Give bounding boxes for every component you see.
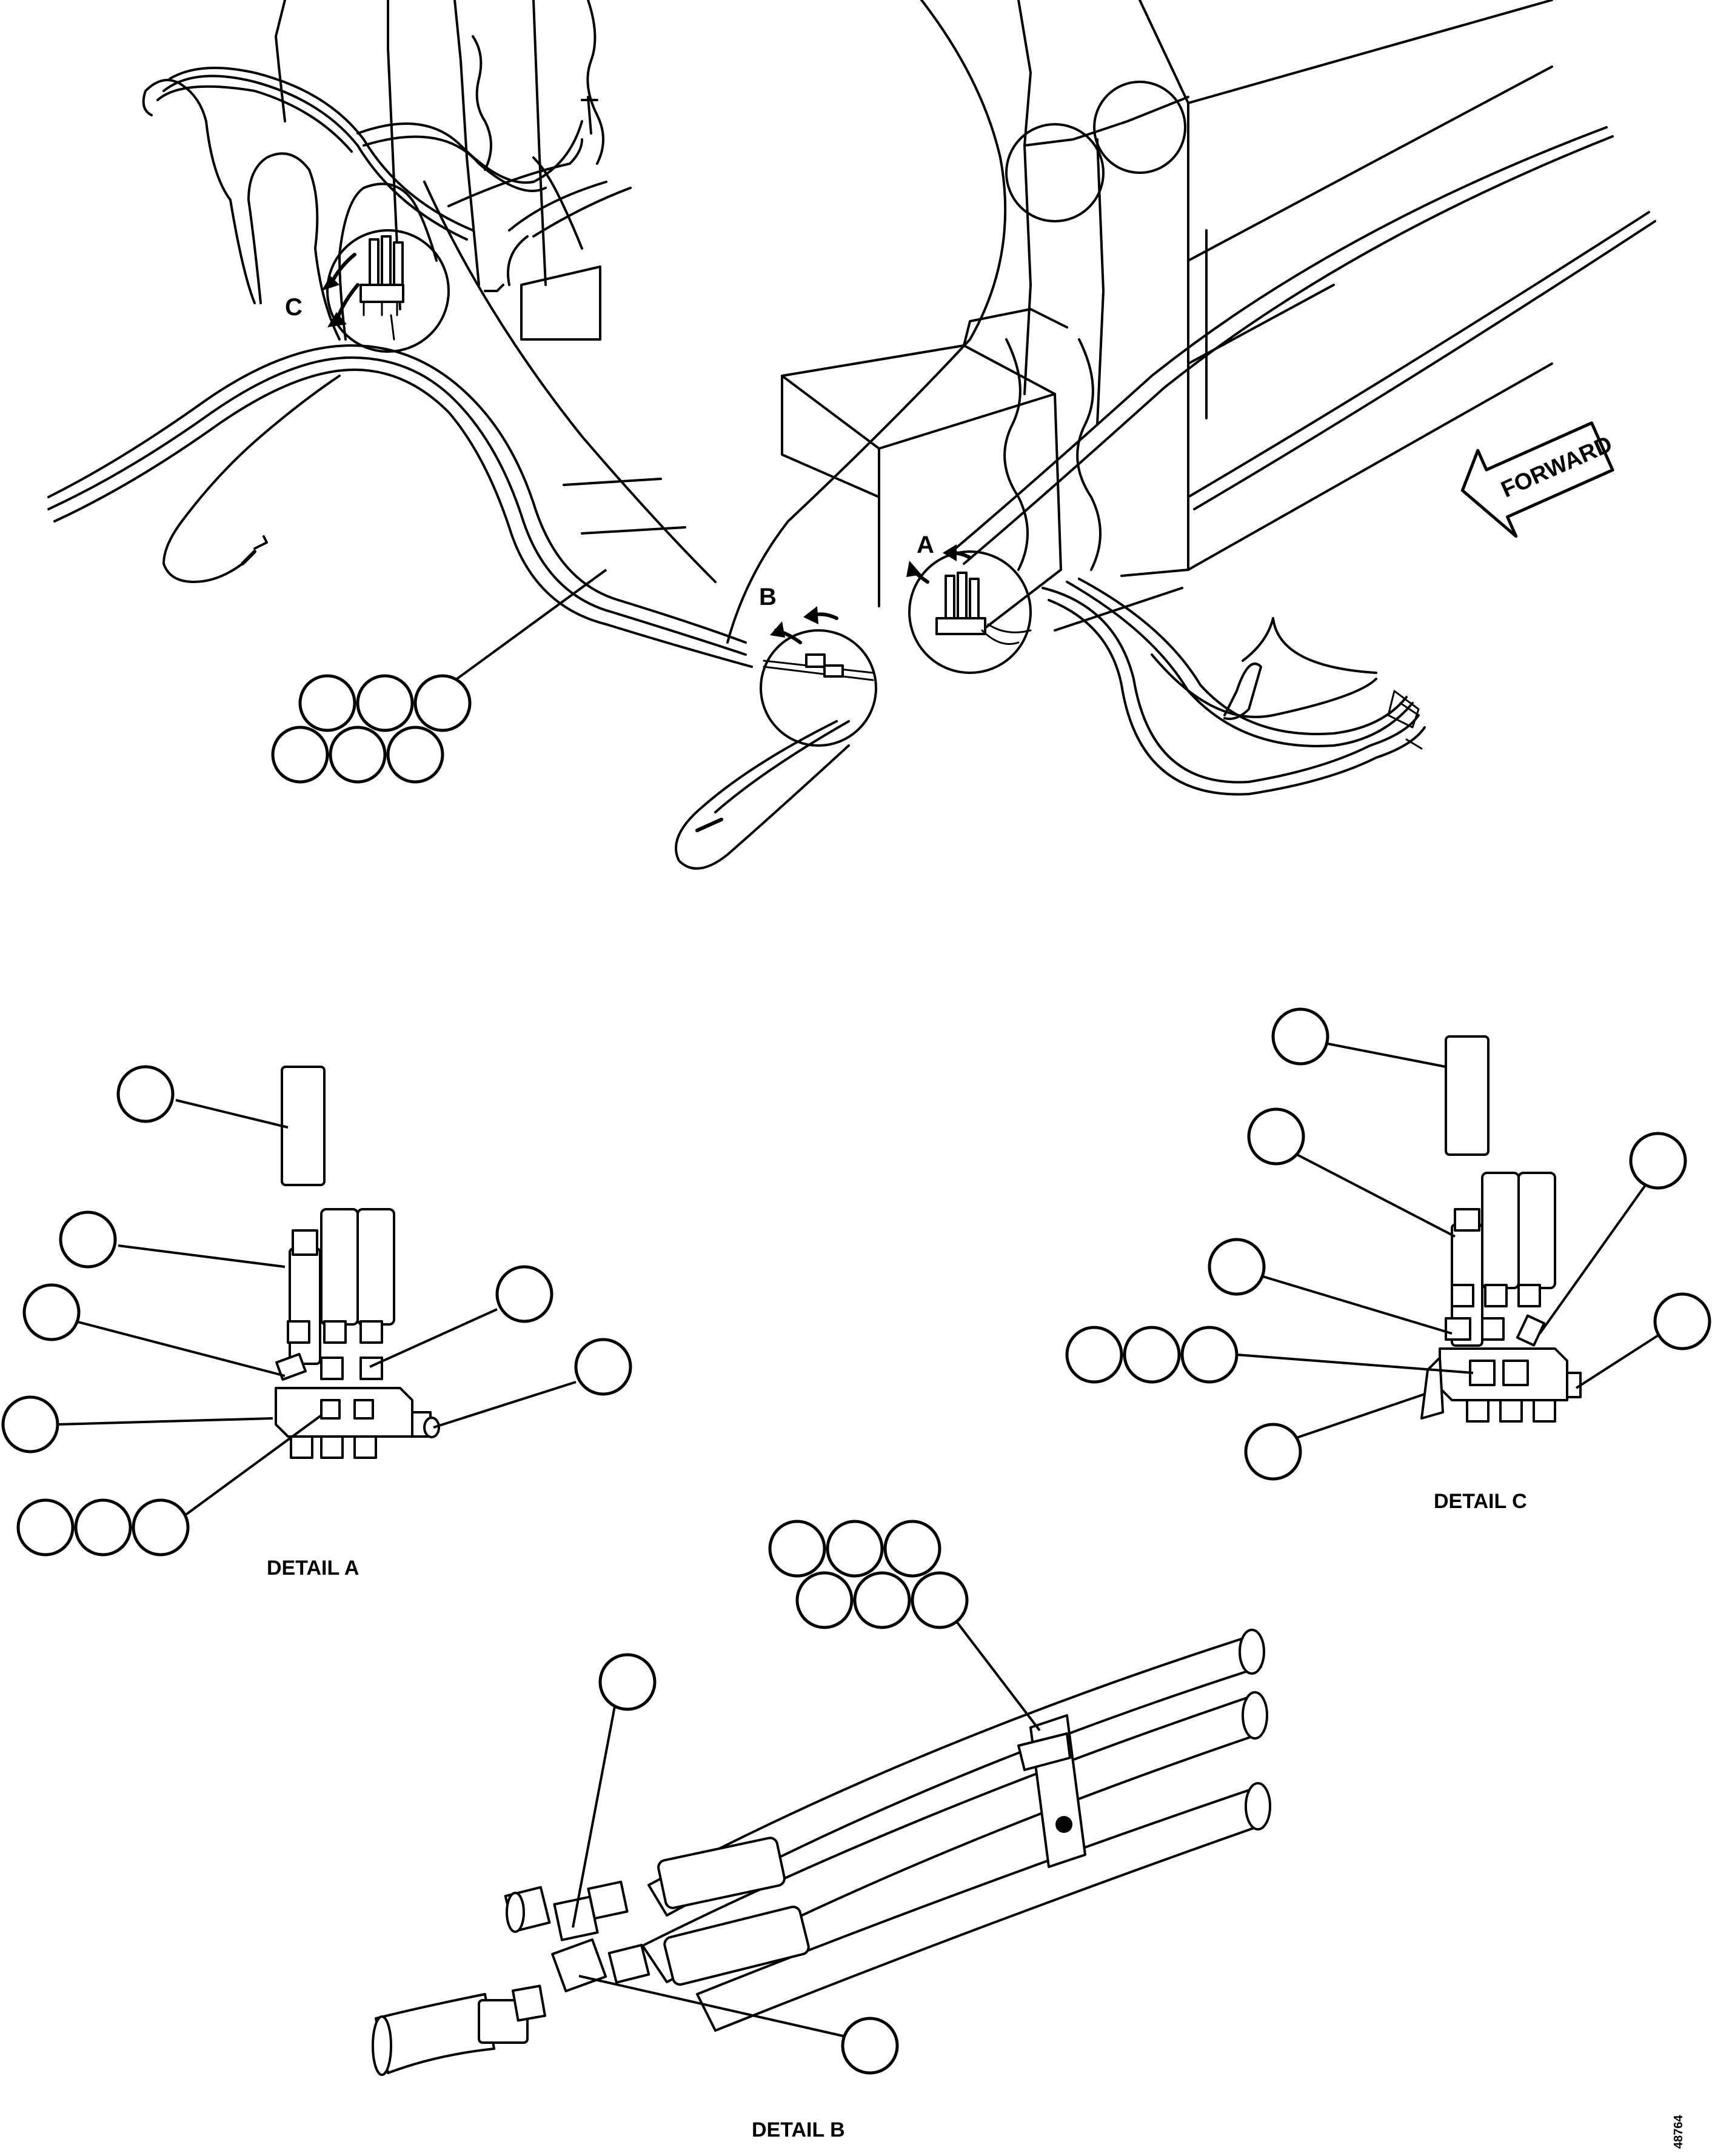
detail-circle-b (760, 629, 877, 747)
main-callout-group (271, 569, 607, 784)
callout-balloon (22, 1283, 81, 1341)
callout-balloon (298, 674, 356, 732)
figure-code: 48764 (1672, 2115, 1685, 2149)
detail-marker-c: C (285, 294, 303, 321)
callout-balloon (495, 1265, 553, 1323)
callout-balloon (1123, 1326, 1181, 1384)
callout-balloon (768, 1520, 826, 1578)
callout-balloon (1653, 1292, 1711, 1350)
detail-title-c: DETAIL C (1434, 1490, 1527, 1513)
frame-structure (275, 0, 1553, 644)
callout-balloon (853, 1571, 911, 1629)
detail-b (372, 1520, 1271, 2076)
callout-balloon (826, 1520, 884, 1578)
callout-balloon (1271, 1007, 1329, 1066)
callout-balloon (1180, 1326, 1239, 1384)
callout-balloon (911, 1571, 969, 1629)
forward-arrow: FORWARD (1460, 421, 1616, 538)
detail-c (1065, 1007, 1711, 1481)
lube-lines-left (47, 67, 753, 668)
callout-balloon (1065, 1326, 1123, 1384)
callout-balloon (841, 2017, 899, 2075)
callout-balloon (356, 674, 414, 732)
callout-balloon (1, 1395, 59, 1453)
callout-balloon (598, 1653, 657, 1711)
callout-balloon (386, 726, 444, 784)
callout-balloon (74, 1498, 132, 1557)
detail-marker-a: A (917, 532, 934, 558)
callout-balloon (1208, 1238, 1266, 1296)
detail-circle-c (326, 229, 450, 353)
callout-balloon (59, 1210, 117, 1269)
callout-balloon (329, 726, 387, 784)
detail-title-a: DETAIL A (267, 1557, 359, 1580)
cable-loop-bottom (675, 720, 850, 870)
callout-balloon (1247, 1107, 1305, 1166)
detail-title-b: DETAIL B (752, 2118, 845, 2141)
callout-balloon (1629, 1132, 1687, 1190)
callout-balloon (116, 1065, 175, 1123)
view-arrows (321, 253, 972, 644)
callout-balloon (271, 726, 329, 784)
callout-balloon (883, 1520, 941, 1578)
detail-a (1, 1065, 632, 1557)
detail-circle-a (908, 550, 1032, 674)
detail-marker-b: B (759, 584, 777, 610)
callout-balloon (16, 1498, 75, 1557)
callout-balloon (413, 674, 472, 732)
lube-lines-right (951, 126, 1656, 796)
callout-balloon (1244, 1423, 1302, 1481)
callout-balloon (795, 1571, 854, 1629)
callout-balloon (132, 1498, 190, 1557)
callout-balloon (574, 1338, 632, 1396)
